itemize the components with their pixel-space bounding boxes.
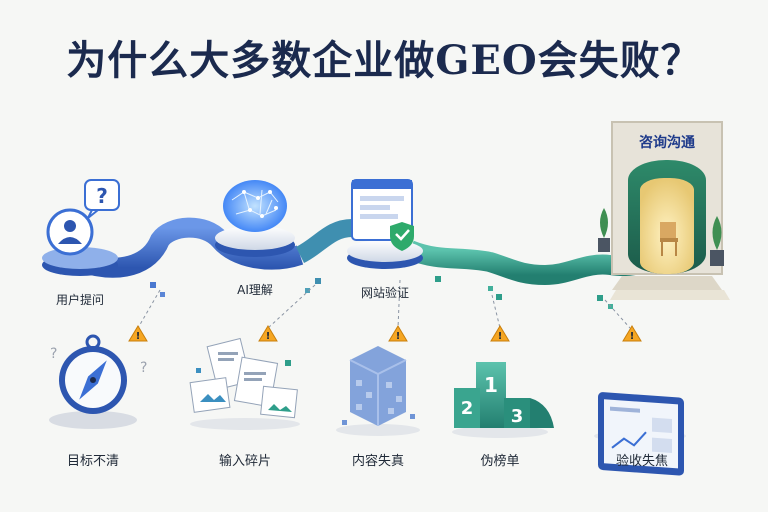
warning-icon: ! — [388, 325, 408, 342]
pixelated-cube-icon — [336, 346, 420, 436]
consultation-door-icon — [598, 121, 730, 300]
compass-icon: ? ? — [49, 334, 147, 429]
failure-connectors — [137, 279, 631, 329]
scattered-documents-icon — [189, 337, 300, 430]
destination-label: 咨询沟通 — [639, 135, 695, 151]
website-shield-icon — [347, 179, 423, 269]
svg-text:?: ? — [140, 360, 147, 376]
failure-label-fragmented-input: 输入碎片 — [218, 454, 271, 469]
failure-label-content-distortion: 内容失真 — [351, 454, 404, 469]
svg-text:?: ? — [96, 184, 108, 208]
svg-text:!: ! — [498, 331, 503, 342]
svg-text:!: ! — [396, 331, 401, 342]
stage-label-user-question: 用户提问 — [55, 293, 104, 307]
user-question-icon: ? — [42, 179, 120, 276]
podium-number-3: 3 — [511, 406, 524, 427]
monitor-chart-icon — [594, 392, 686, 476]
ai-brain-icon — [215, 180, 295, 257]
warning-icon: ! — [622, 325, 642, 342]
stage-label-website-verify: 网站验证 — [360, 286, 409, 300]
warning-icon: ! — [128, 325, 148, 342]
svg-text:!: ! — [630, 331, 635, 342]
ranking-podium-icon: 1 2 3 — [452, 362, 554, 438]
stage-label-ai-understanding: AI理解 — [237, 283, 273, 297]
warning-icon: ! — [258, 325, 278, 342]
svg-text:!: ! — [266, 331, 271, 342]
podium-number-1: 1 — [484, 373, 498, 397]
failure-label-fake-rankings: 伪榜单 — [480, 454, 520, 469]
failure-label-unclear-goals: 目标不清 — [66, 454, 119, 469]
podium-number-2: 2 — [461, 398, 474, 419]
warning-icon: ! — [490, 325, 510, 342]
page-title: 为什么大多数企业做GEO会失败？ — [66, 37, 702, 84]
svg-text:?: ? — [50, 346, 57, 362]
failure-label-unfocused-acceptance: 验收失焦 — [615, 454, 668, 469]
svg-text:!: ! — [136, 331, 141, 342]
